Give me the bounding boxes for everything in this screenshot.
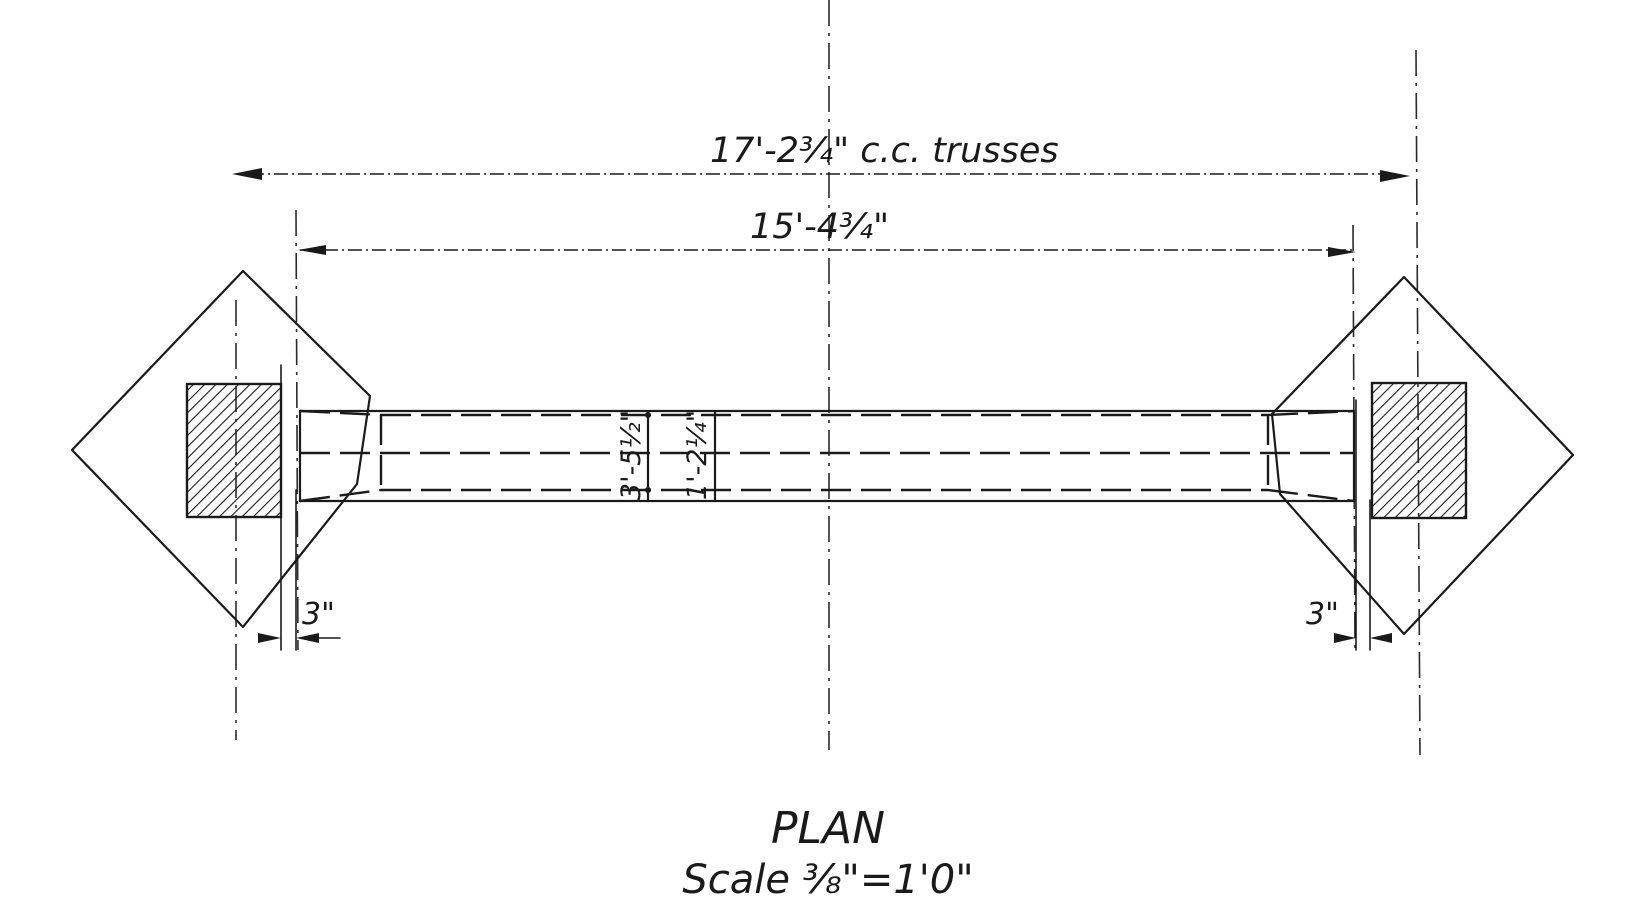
depth-dim-dot-top xyxy=(645,412,651,418)
beam-hidden-right-taper-top xyxy=(1267,409,1355,417)
left-clearance-arrow-a xyxy=(258,633,281,643)
overall-dimension: 17'-2¾" c.c. trusses xyxy=(232,131,1410,182)
left-diamond-outline xyxy=(70,269,372,629)
beam-hidden-left-taper-bottom xyxy=(299,488,382,503)
right-clearance-arrow-b xyxy=(1370,633,1392,643)
right-diamond-outline xyxy=(1270,275,1575,636)
right-clearance-label: 3" xyxy=(1306,597,1339,632)
left-hatched-block xyxy=(185,382,283,519)
inner-span-arrow-left xyxy=(298,245,326,255)
overall-dim-arrow-left xyxy=(232,168,262,180)
inner-span-label: 15'-4¾" xyxy=(750,207,889,247)
depth-dim-dot-bottom xyxy=(645,487,651,493)
scale-label: Scale ³⁄₈"=1'0" xyxy=(682,857,973,903)
overall-dim-arrow-right xyxy=(1380,170,1410,182)
floor-beam xyxy=(298,409,1356,503)
left-clearance-label: 3" xyxy=(302,597,335,632)
right-clearance-arrow-a xyxy=(1334,633,1356,643)
beam-depth-dimensions: 3'-5½" 1'-2¼" xyxy=(616,409,717,503)
beam-depth-inner-label: 1'-2¼" xyxy=(682,410,713,500)
inner-span-dimension: 15'-4¾" xyxy=(298,207,1356,257)
right-hatched-block xyxy=(1370,381,1468,520)
beam-hidden-right-taper-bottom xyxy=(1267,488,1355,503)
right-clearance-dimension: 3" xyxy=(1306,597,1392,643)
inner-span-arrow-right xyxy=(1328,247,1356,257)
beam-hidden-left-taper-top xyxy=(299,409,382,417)
centerline-left-inner xyxy=(295,209,299,651)
overall-dimension-label: 17'-2¾" c.c. trusses xyxy=(710,131,1059,171)
center-lines xyxy=(235,0,1421,756)
title-block: PLAN Scale ³⁄₈"=1'0" xyxy=(682,803,973,903)
left-clearance-dimension: 3" xyxy=(258,597,341,643)
left-post xyxy=(70,269,372,651)
right-post xyxy=(1270,275,1575,651)
plan-title: PLAN xyxy=(771,803,885,854)
beam-depth-outer-label: 3'-5½" xyxy=(616,410,647,500)
